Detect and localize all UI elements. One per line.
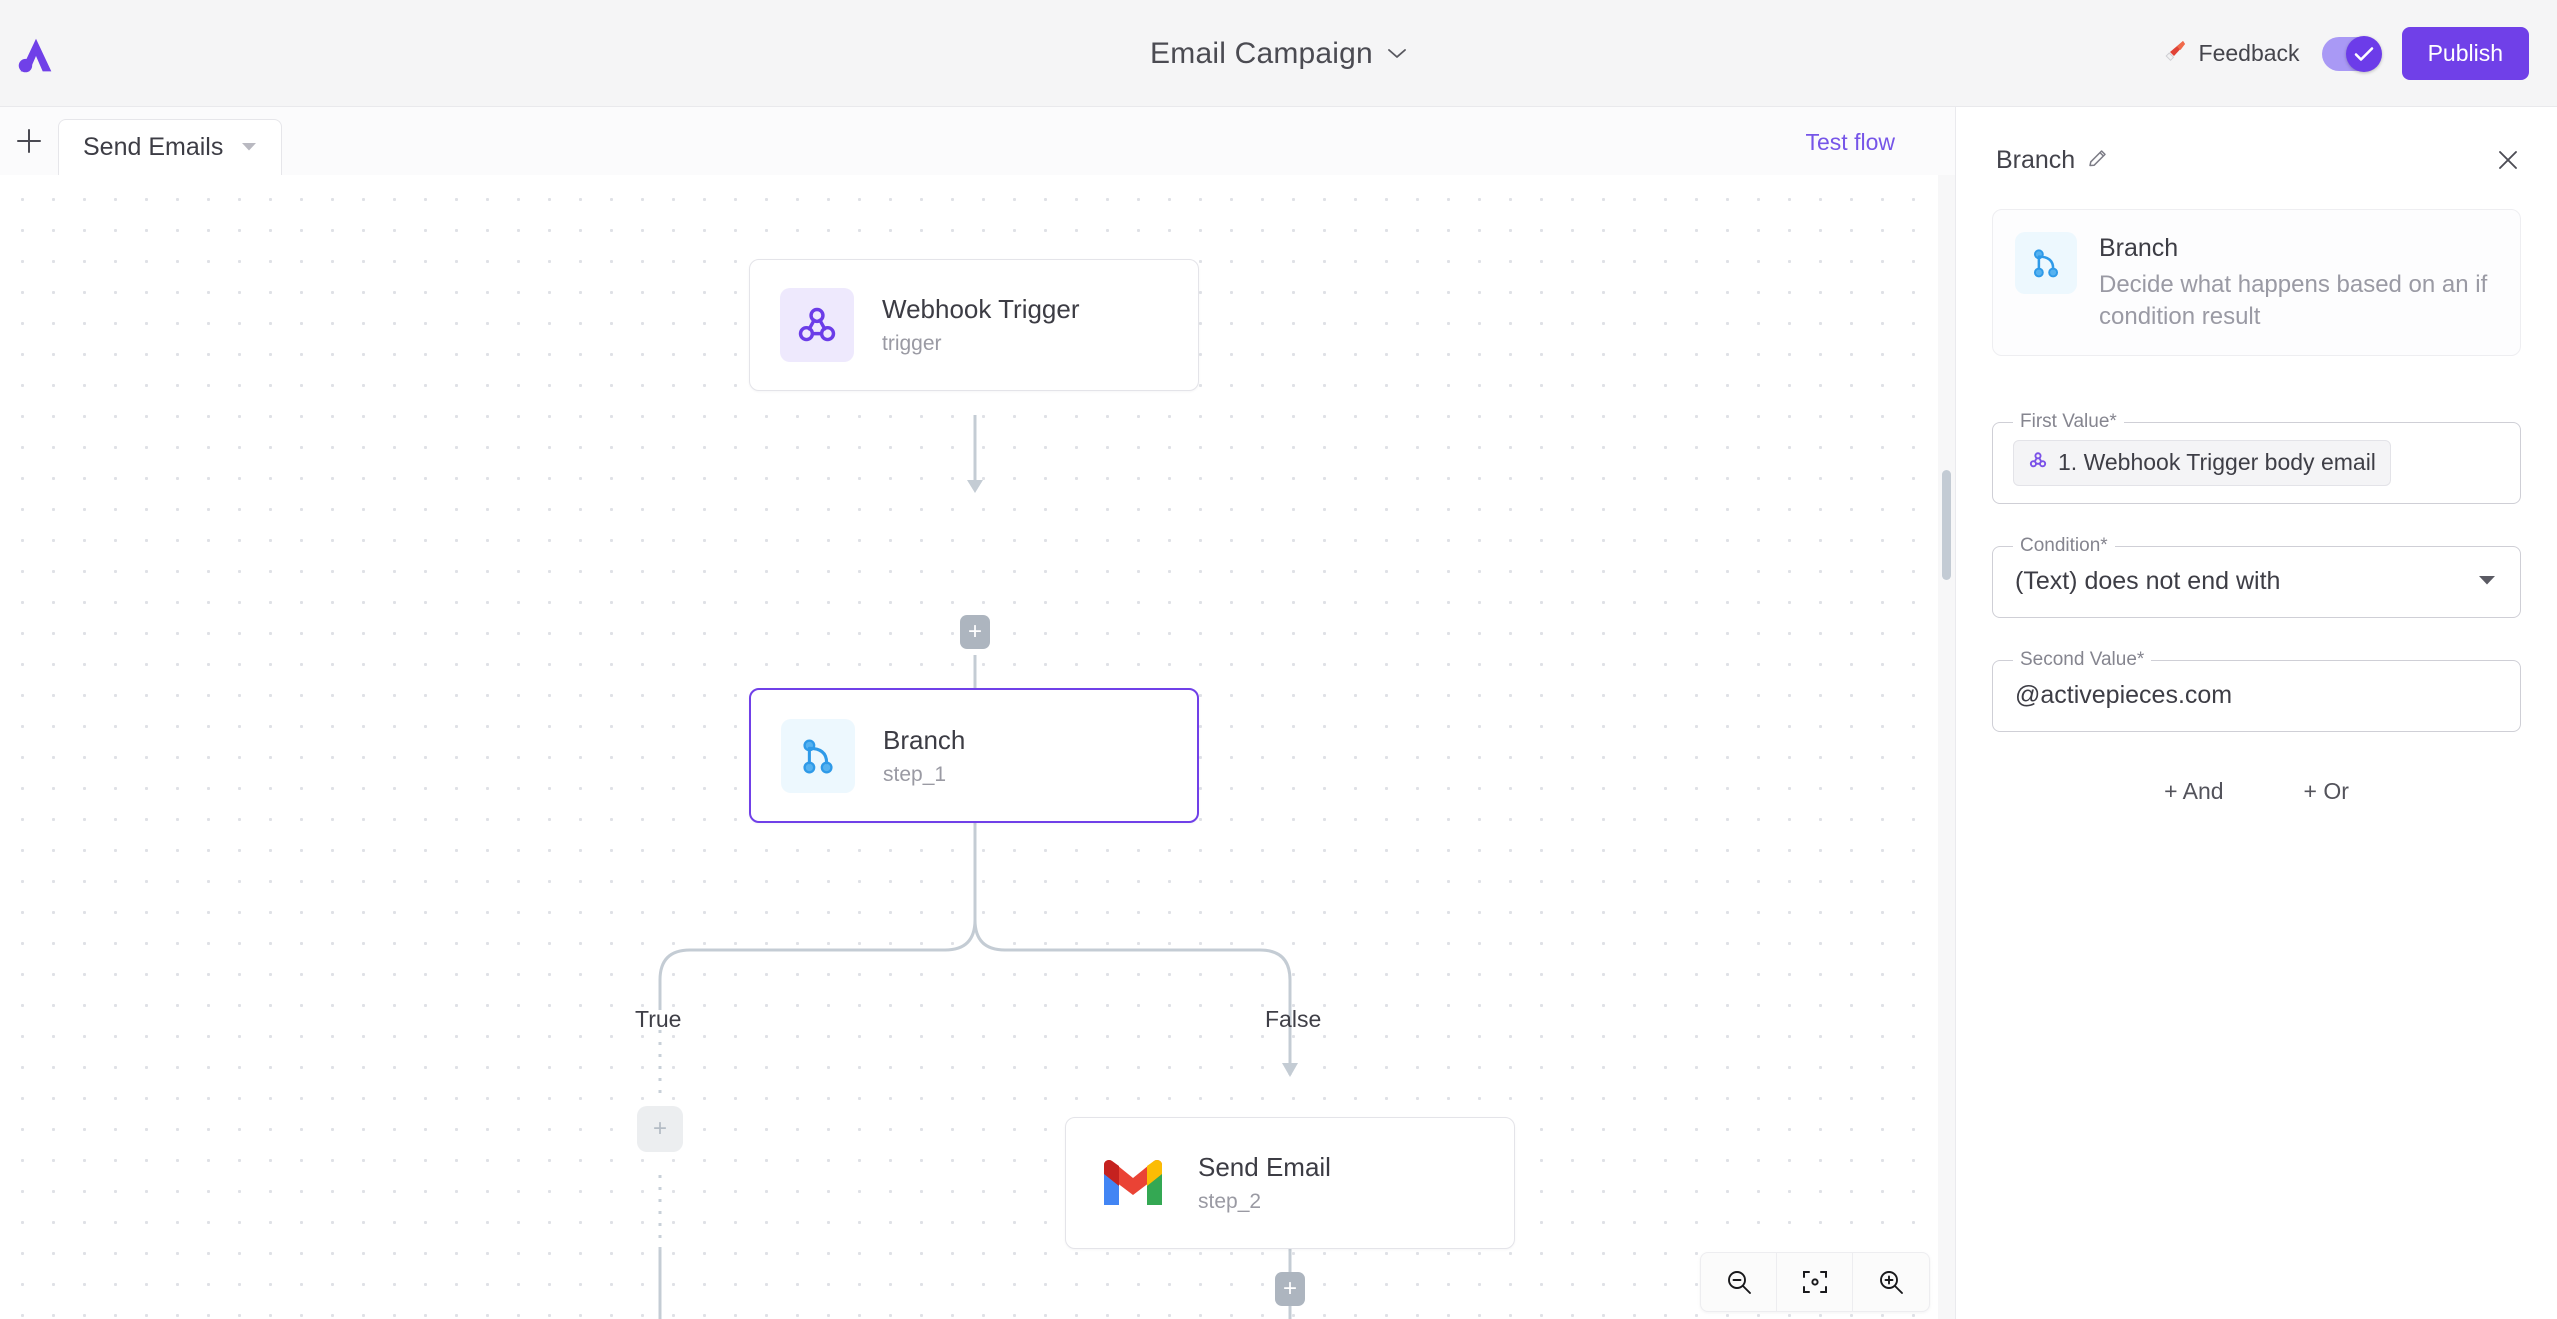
- zoom-controls: [1700, 1252, 1930, 1312]
- panel-title-group: Branch: [1996, 146, 2109, 175]
- condition-label: Condition*: [2013, 535, 2115, 557]
- piece-name: Branch: [2099, 234, 2498, 263]
- node-title: Webhook Trigger: [882, 294, 1080, 325]
- add-flow-button[interactable]: [0, 107, 58, 175]
- branch-label-true: True: [635, 1006, 681, 1033]
- publish-toggle[interactable]: [2322, 37, 2380, 71]
- node-title: Send Email: [1198, 1152, 1331, 1183]
- feedback-label: Feedback: [2199, 40, 2300, 67]
- first-value-label: First Value*: [2013, 411, 2124, 433]
- megaphone-icon: [2163, 38, 2189, 70]
- condition-group-actions: + And + Or: [1956, 772, 2557, 811]
- second-value-label: Second Value*: [2013, 649, 2151, 671]
- panel-title: Branch: [1996, 146, 2075, 175]
- node-subtitle: trigger: [882, 332, 1080, 356]
- add-step-after-send-email-button[interactable]: +: [1275, 1272, 1305, 1306]
- flow-canvas[interactable]: Webhook Trigger trigger + Branch step_1 …: [0, 175, 1955, 1319]
- activepieces-logo[interactable]: [8, 30, 64, 82]
- chevron-down-icon[interactable]: [2478, 573, 2496, 591]
- condition-select[interactable]: Condition* (Text) does not end with: [1992, 546, 2521, 618]
- step-settings-panel: Branch Branch D: [1955, 107, 2557, 1319]
- zoom-in-icon: [1876, 1267, 1906, 1297]
- zoom-out-button[interactable]: [1701, 1253, 1777, 1311]
- canvas-toolbar: Send Emails Test flow: [0, 107, 1955, 175]
- close-panel-button[interactable]: [2495, 147, 2521, 173]
- first-value-chip-text: 1. Webhook Trigger body email: [2058, 449, 2376, 476]
- pencil-icon[interactable]: [2087, 147, 2109, 174]
- add-step-after-trigger-button[interactable]: +: [960, 615, 990, 649]
- branch-icon: [781, 719, 855, 793]
- node-texts: Branch step_1: [883, 725, 965, 787]
- flow-node-trigger[interactable]: Webhook Trigger trigger: [749, 259, 1199, 391]
- app-header: Email Campaign Feedback: [0, 0, 2557, 107]
- feedback-button[interactable]: Feedback: [2163, 38, 2300, 70]
- fit-to-view-icon: [1800, 1267, 1830, 1297]
- add-and-condition-button[interactable]: + And: [2154, 772, 2233, 811]
- zoom-out-icon: [1724, 1267, 1754, 1297]
- panel-header: Branch: [1956, 125, 2557, 195]
- node-title: Branch: [883, 725, 965, 756]
- canvas-scrollbar[interactable]: [1938, 175, 1955, 1319]
- chevron-down-icon[interactable]: [1387, 47, 1407, 60]
- plus-icon: +: [968, 620, 982, 644]
- second-value-input[interactable]: @activepieces.com: [2015, 681, 2232, 710]
- plus-icon: +: [1283, 1277, 1297, 1301]
- header-actions: Feedback Publish: [2163, 0, 2529, 107]
- toggle-knob: [2346, 36, 2382, 72]
- check-icon: [2354, 46, 2374, 62]
- piece-info-card: Branch Decide what happens based on an i…: [1992, 209, 2521, 356]
- webhook-icon: [2028, 449, 2048, 476]
- add-or-condition-button[interactable]: + Or: [2294, 772, 2359, 811]
- scrollbar-thumb[interactable]: [1942, 470, 1951, 580]
- flow-node-send-email[interactable]: Send Email step_2: [1065, 1117, 1515, 1249]
- webhook-icon: [780, 288, 854, 362]
- publish-button[interactable]: Publish: [2402, 27, 2529, 80]
- first-value-field[interactable]: First Value* 1. Webhook Trigger body ema…: [1992, 422, 2521, 504]
- second-value-field[interactable]: Second Value* @activepieces.com: [1992, 660, 2521, 732]
- gmail-icon: [1096, 1146, 1170, 1220]
- node-texts: Webhook Trigger trigger: [882, 294, 1080, 356]
- chevron-down-icon[interactable]: [241, 139, 257, 157]
- node-subtitle: step_2: [1198, 1190, 1331, 1214]
- close-icon: [2495, 147, 2521, 173]
- test-flow-button[interactable]: Test flow: [1806, 129, 1895, 156]
- page-title[interactable]: Email Campaign: [1150, 37, 1373, 71]
- flow-node-branch[interactable]: Branch step_1: [749, 688, 1199, 823]
- plus-icon: [15, 127, 43, 155]
- branch-icon: [2015, 232, 2077, 294]
- first-value-chip[interactable]: 1. Webhook Trigger body email: [2013, 440, 2391, 486]
- branch-label-false: False: [1265, 1006, 1321, 1033]
- flow-tab-send-emails[interactable]: Send Emails: [58, 119, 282, 175]
- piece-description: Decide what happens based on an if condi…: [2099, 269, 2498, 333]
- piece-texts: Branch Decide what happens based on an i…: [2099, 232, 2498, 333]
- node-subtitle: step_1: [883, 763, 965, 787]
- activepieces-logo-icon: [13, 33, 59, 79]
- fit-to-view-button[interactable]: [1777, 1253, 1853, 1311]
- zoom-in-button[interactable]: [1853, 1253, 1929, 1311]
- node-texts: Send Email step_2: [1198, 1152, 1331, 1214]
- condition-value: (Text) does not end with: [2015, 567, 2280, 596]
- plus-icon: +: [653, 1117, 667, 1141]
- flow-tab-label: Send Emails: [83, 133, 223, 162]
- add-step-true-branch-button[interactable]: +: [637, 1106, 683, 1152]
